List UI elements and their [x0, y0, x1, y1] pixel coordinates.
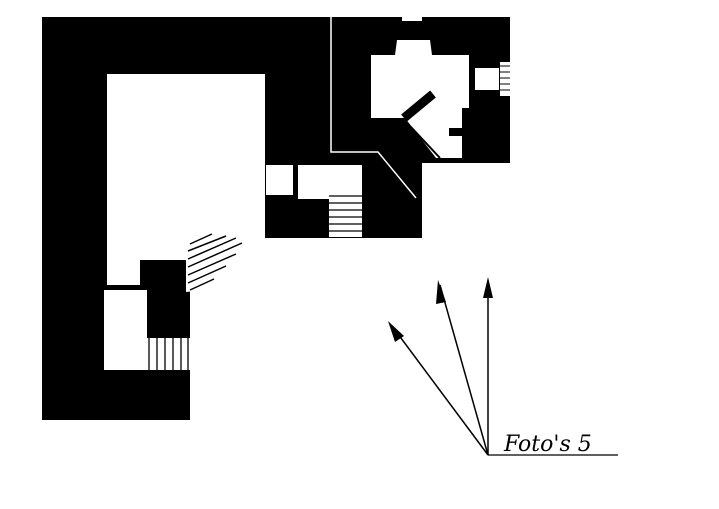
arrow-right-head [483, 277, 493, 298]
arrow-middle-head [436, 280, 446, 304]
staircase-diagonal [186, 230, 246, 292]
tower-boundary-line [330, 17, 417, 199]
tower-window-niche [475, 68, 499, 90]
arrow-middle [439, 284, 489, 456]
small-chamber [266, 165, 293, 195]
hall-diagonal-extension [107, 198, 232, 258]
west-alcove [107, 258, 140, 285]
figure-caption: Foto's 5 [503, 432, 592, 457]
south-room [104, 290, 147, 370]
staircase-east [329, 189, 362, 237]
interior-rooms [104, 15, 499, 370]
tower-diagonal-wall [401, 62, 510, 159]
photo-direction-arrows [388, 277, 493, 456]
arrow-left-head [388, 321, 404, 342]
arrow-left [391, 325, 489, 456]
staircase-south [141, 338, 190, 370]
north-doorway [402, 15, 422, 21]
